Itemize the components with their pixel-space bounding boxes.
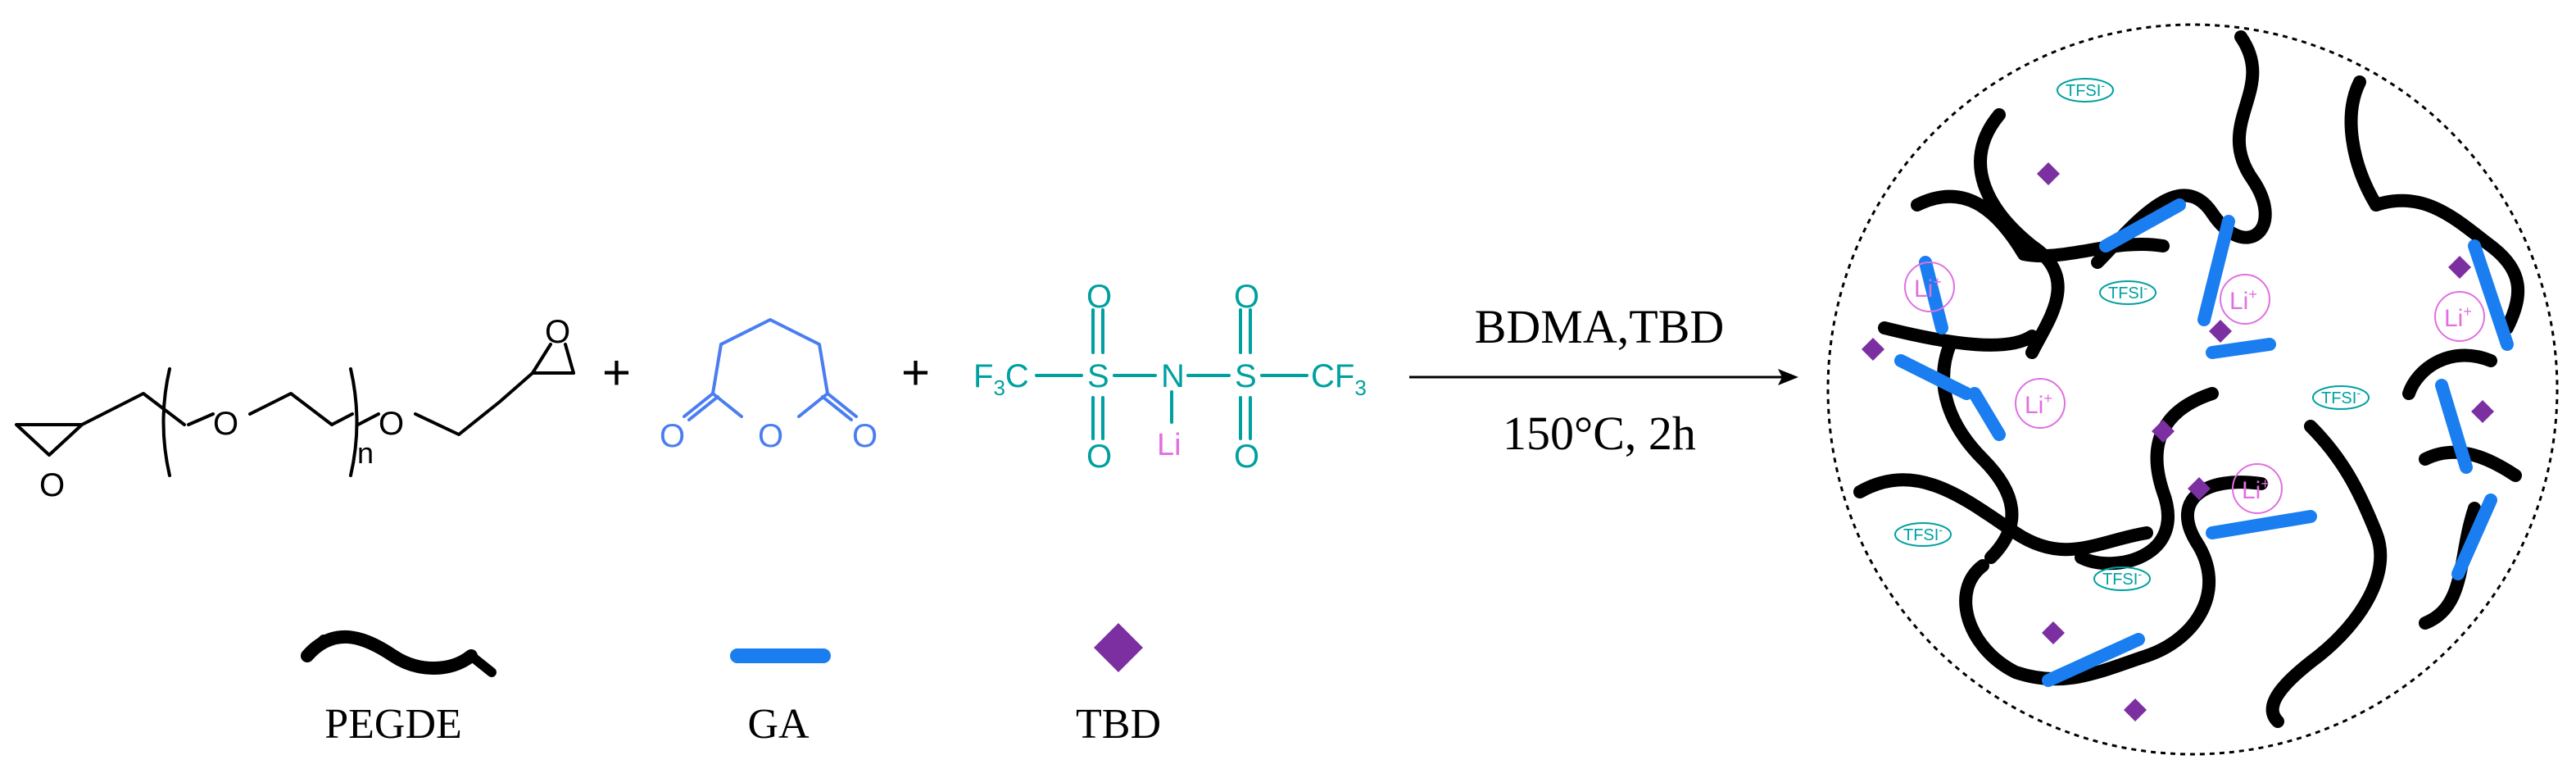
litfsi-oxygen-bottom-left: O bbox=[1086, 439, 1112, 475]
tbd-marker bbox=[2188, 477, 2211, 500]
tbd-marker bbox=[2448, 256, 2471, 279]
li-ion-2: Li+ bbox=[2220, 274, 2270, 325]
tbd-markers bbox=[1862, 162, 2494, 721]
tbd-marker bbox=[2042, 621, 2065, 644]
plus-sign-2: + bbox=[901, 345, 930, 400]
li-ion-3: Li+ bbox=[2015, 378, 2066, 429]
li-ion-4: Li+ bbox=[2232, 463, 2283, 514]
legend: PEGDE GA TBD bbox=[301, 623, 1161, 748]
tfsi-ion-1: TFSI- bbox=[2057, 78, 2114, 102]
svg-text:TFSI-: TFSI- bbox=[2102, 567, 2142, 589]
tbd-marker bbox=[1862, 338, 1884, 361]
tfsi-ion-3: TFSI- bbox=[2312, 385, 2370, 410]
litfsi-sulfur-right: S bbox=[1235, 358, 1257, 394]
reaction-reagents: BDMA,TBD bbox=[1475, 300, 1725, 353]
litfsi-cf3-right: CF3 bbox=[1311, 358, 1367, 400]
network-boundary bbox=[1826, 23, 2559, 756]
svg-text:Li+: Li+ bbox=[2025, 390, 2052, 419]
tfsi-ion-4: TFSI- bbox=[1894, 522, 1952, 547]
litfsi-structure bbox=[1035, 308, 1308, 440]
svg-text:Li+: Li+ bbox=[2229, 286, 2257, 315]
tfsi-ion-2: TFSI- bbox=[2099, 280, 2156, 305]
tbd-marker bbox=[2037, 162, 2060, 185]
legend-pegde-symbol bbox=[301, 630, 478, 675]
pegde-structure bbox=[15, 343, 575, 477]
polymer-network: Li+ Li+ Li+ Li+ Li+ TFSI- TFSI- T bbox=[1826, 23, 2559, 756]
li-ion-1: Li+ bbox=[1904, 262, 1955, 312]
svg-text:Li+: Li+ bbox=[2242, 475, 2270, 504]
litfsi-nitrogen: N bbox=[1161, 358, 1185, 394]
litfsi-oxygen-top-right: O bbox=[1234, 279, 1259, 315]
tbd-marker bbox=[2471, 400, 2494, 423]
svg-text:TFSI-: TFSI- bbox=[2321, 386, 2361, 407]
tbd-marker bbox=[2124, 698, 2147, 721]
ga-structure bbox=[683, 318, 858, 421]
plus-sign-1: + bbox=[602, 345, 631, 400]
tfsi-ion-5: TFSI- bbox=[2093, 566, 2151, 591]
legend-tbd-symbol bbox=[1094, 623, 1143, 672]
svg-text:TFSI-: TFSI- bbox=[2066, 79, 2105, 100]
tbd-marker bbox=[2209, 320, 2232, 343]
svg-text:TFSI-: TFSI- bbox=[1903, 523, 1943, 544]
litfsi-lithium: Li bbox=[1157, 428, 1181, 462]
svg-text:TFSI-: TFSI- bbox=[2108, 281, 2147, 303]
li-ion-5: Li+ bbox=[2434, 291, 2485, 342]
legend-pegde-label: PEGDE bbox=[324, 701, 462, 748]
litfsi-oxygen-top-left: O bbox=[1086, 279, 1112, 315]
pegde-oxygen-chain: O bbox=[213, 406, 238, 442]
legend-ga-label: GA bbox=[747, 701, 810, 748]
pegde-chains bbox=[1853, 30, 2525, 728]
legend-tbd-label: TBD bbox=[1076, 701, 1161, 748]
svg-text:Li+: Li+ bbox=[1914, 274, 1942, 303]
ga-oxygen-carbonyl-left: O bbox=[660, 418, 685, 454]
pegde-oxygen-right: O bbox=[379, 406, 404, 442]
tbd-marker bbox=[2152, 420, 2175, 443]
ga-oxygen-carbonyl-right: O bbox=[852, 418, 878, 454]
litfsi-sulfur-left: S bbox=[1087, 358, 1109, 394]
svg-text:Li+: Li+ bbox=[2444, 303, 2472, 332]
pegde-oxygen-left: O bbox=[39, 467, 65, 503]
litfsi-cf3-left: F3C bbox=[973, 358, 1029, 400]
pegde-oxygen-epoxide-right: O bbox=[545, 314, 570, 350]
ga-oxygen-ring: O bbox=[758, 418, 783, 454]
litfsi-oxygen-bottom-right: O bbox=[1234, 439, 1259, 475]
pegde-subscript-n: n bbox=[357, 436, 374, 470]
reaction-conditions: 150°C, 2h bbox=[1503, 407, 1696, 460]
reaction-arrowhead bbox=[1778, 369, 1798, 385]
ga-segments bbox=[1894, 198, 2514, 687]
